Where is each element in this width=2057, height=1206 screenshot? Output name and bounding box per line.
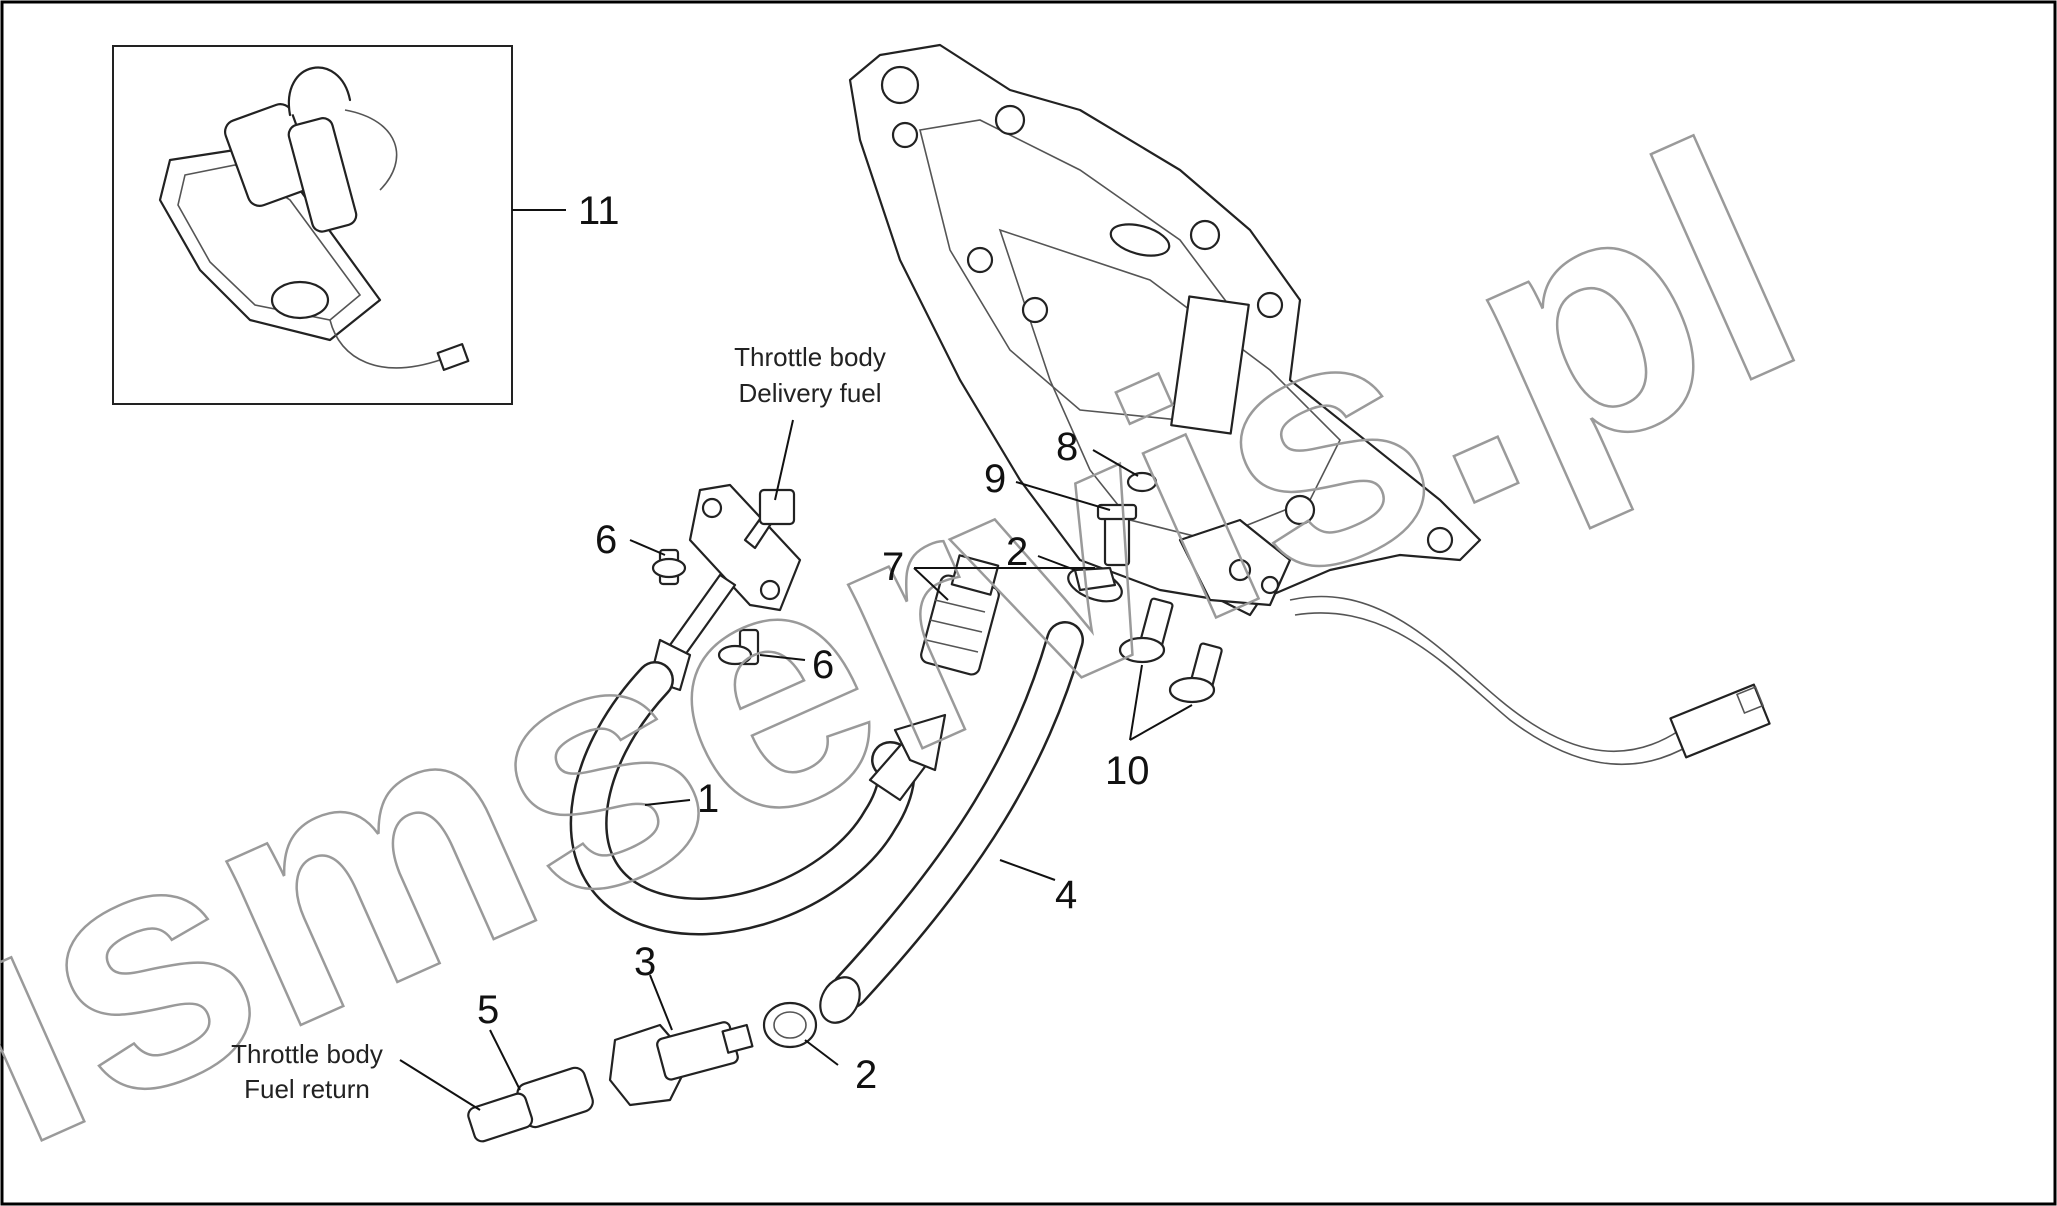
fuel-hose-part-4	[819, 621, 1084, 1024]
return-fitting-part-5	[467, 1066, 594, 1143]
note-delivery-line2: Delivery fuel	[738, 378, 881, 408]
callout-10: 10	[1105, 749, 1150, 793]
callout-3: 3	[634, 940, 656, 984]
callout-6-bottom: 6	[812, 643, 834, 687]
fuel-hose-part-1	[569, 661, 947, 936]
callout-7: 7	[882, 545, 904, 589]
callout-11: 11	[578, 189, 620, 233]
callout-4: 4	[1055, 873, 1077, 917]
callout-5: 5	[477, 988, 499, 1032]
leader-lines	[399, 209, 1193, 1111]
callout-2-bottom: 2	[855, 1053, 877, 1097]
note-delivery-line1: Throttle body	[734, 342, 886, 372]
note-return-line1: Throttle body	[231, 1039, 383, 1069]
quick-connector-part-3	[608, 1021, 754, 1107]
hose-clamp-bottom	[762, 1001, 818, 1049]
callout-6-top: 6	[595, 518, 617, 562]
hose-clamp-top	[1067, 566, 1123, 603]
callout-1: 1	[697, 777, 719, 821]
fuel-pump-assembly-inset	[112, 45, 513, 405]
delivery-fitting	[648, 483, 802, 692]
screws-part-10	[1118, 597, 1223, 704]
callout-9: 9	[984, 457, 1006, 501]
callout-2-top: 2	[1006, 530, 1028, 574]
washer-part-8	[1126, 471, 1158, 493]
screws-part-6	[651, 548, 760, 666]
bolt-part-9	[1096, 503, 1138, 567]
note-return-line2: Fuel return	[244, 1074, 370, 1104]
callout-8: 8	[1056, 425, 1078, 469]
fuel-pump-flange	[848, 43, 1771, 766]
fitting-part-7	[920, 554, 1000, 676]
